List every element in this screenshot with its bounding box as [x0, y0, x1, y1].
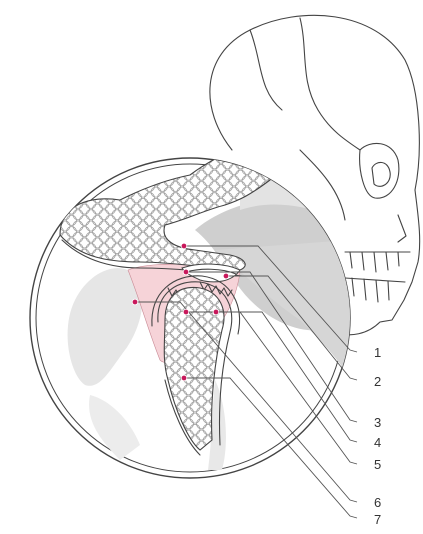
marker-7: [181, 375, 187, 381]
marker-2: [223, 273, 229, 279]
callout-label-6: 6: [374, 495, 381, 510]
callout-label-2: 2: [374, 374, 381, 389]
callout-labels: 1 2 3 4 5 6 7: [374, 345, 381, 527]
callout-label-4: 4: [374, 435, 381, 450]
callout-label-1: 1: [374, 345, 381, 360]
marker-5: [183, 309, 189, 315]
callout-label-7: 7: [374, 512, 381, 527]
marker-6: [132, 299, 138, 305]
marker-4: [213, 309, 219, 315]
callout-label-5: 5: [374, 457, 381, 472]
marker-3: [183, 269, 189, 275]
marker-1: [181, 243, 187, 249]
callout-label-3: 3: [374, 415, 381, 430]
